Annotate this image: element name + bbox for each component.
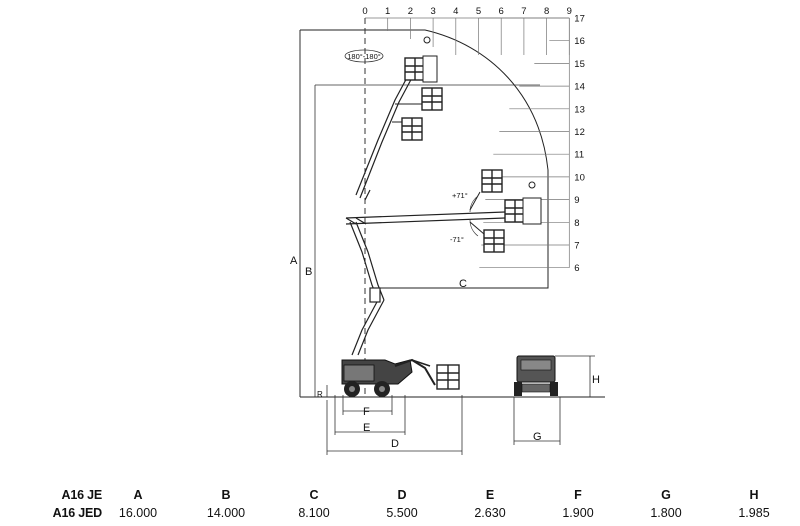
dim-label-b: B <box>305 266 312 278</box>
spec-header-f: F <box>574 488 582 502</box>
dimension-lines <box>299 30 595 455</box>
dim-label-g: G <box>533 431 542 443</box>
basket-stowed <box>436 364 460 390</box>
dim-label-h: H <box>592 374 600 386</box>
spec-value-b: 14.000 <box>206 506 246 520</box>
grid-right-label: 16 <box>574 36 585 47</box>
dim-label-a: A <box>290 255 298 267</box>
grid-top-label: 9 <box>567 6 572 17</box>
spec-table: A16 JE A16 JED A 16.000 B 14.000 C 8.100… <box>0 488 800 524</box>
grid-right-label: 8 <box>574 218 579 229</box>
spec-value-h: 1.985 <box>738 506 770 520</box>
basket-middle-2 <box>392 117 423 141</box>
spec-header-b: B <box>221 488 231 502</box>
dim-label-r: R <box>317 390 323 399</box>
grid-top-label: 4 <box>453 6 458 17</box>
grid-lines <box>364 17 570 269</box>
model-name-1: A16 JE <box>61 488 103 502</box>
grid-top-label: 1 <box>385 6 390 17</box>
spec-header-e: E <box>485 488 495 502</box>
boom-articulated <box>349 221 385 356</box>
basket-right-down <box>469 221 505 253</box>
spec-value-e: 2.630 <box>474 506 506 520</box>
grid-top-scale: 0 1 2 3 4 5 6 7 8 9 <box>362 6 572 17</box>
angle-down-label: -71° <box>450 235 464 244</box>
spec-header-h: H <box>749 488 759 502</box>
grid-right-label: 6 <box>574 263 579 274</box>
spec-header-g: G <box>661 488 671 502</box>
angle-arc-up <box>469 195 479 213</box>
grid-top-label: 3 <box>430 6 435 17</box>
dim-label-c: C <box>459 278 467 290</box>
grid-top-label: 5 <box>476 6 481 17</box>
grid-right-scale: 17 16 15 14 13 12 11 10 9 8 7 6 <box>574 14 585 275</box>
grid-right-label: 11 <box>574 150 584 161</box>
grid-right-label: 17 <box>574 14 585 25</box>
grid-top-label: 6 <box>499 6 504 17</box>
basket-right-mid <box>504 181 542 225</box>
model-name-2: A16 JED <box>52 506 103 520</box>
rotation-label: 180°-180° <box>347 52 381 61</box>
spec-header-d: D <box>397 488 407 502</box>
boom-horizontal <box>345 211 506 225</box>
basket-top <box>404 36 438 83</box>
boom-vertical <box>355 71 415 201</box>
machine-front-view <box>514 355 558 396</box>
grid-right-label: 15 <box>574 59 585 70</box>
spec-value-a: 16.000 <box>118 506 158 520</box>
grid-right-label: 13 <box>574 104 585 115</box>
basket-right-up <box>469 169 503 211</box>
dim-label-e: E <box>363 422 370 434</box>
grid-top-label: 2 <box>408 6 413 17</box>
dim-label-d: D <box>391 438 399 450</box>
basket-middle-1 <box>395 87 443 111</box>
envelope-outline <box>300 29 549 289</box>
grid-top-label: 7 <box>521 6 526 17</box>
spec-value-g: 1.800 <box>650 506 682 520</box>
rotation-indicator <box>344 49 384 63</box>
grid-right-label: 12 <box>574 127 585 138</box>
grid-right-label: 9 <box>574 195 579 206</box>
grid-top-label: 0 <box>362 6 367 17</box>
spec-header-c: C <box>309 488 319 502</box>
angle-arc-down <box>469 219 479 237</box>
grid-right-label: 7 <box>574 241 579 252</box>
grid-right-label: 14 <box>574 82 585 93</box>
grid-top-label: 8 <box>544 6 549 17</box>
spec-value-c: 8.100 <box>298 506 330 520</box>
spec-value-f: 1.900 <box>562 506 594 520</box>
spec-header-a: A <box>133 488 143 502</box>
angle-up-label: +71° <box>452 191 468 200</box>
grid-right-label: 10 <box>574 172 585 183</box>
machine-base-side <box>341 358 436 397</box>
dim-label-f: F <box>363 406 370 418</box>
spec-value-d: 5.500 <box>386 506 418 520</box>
